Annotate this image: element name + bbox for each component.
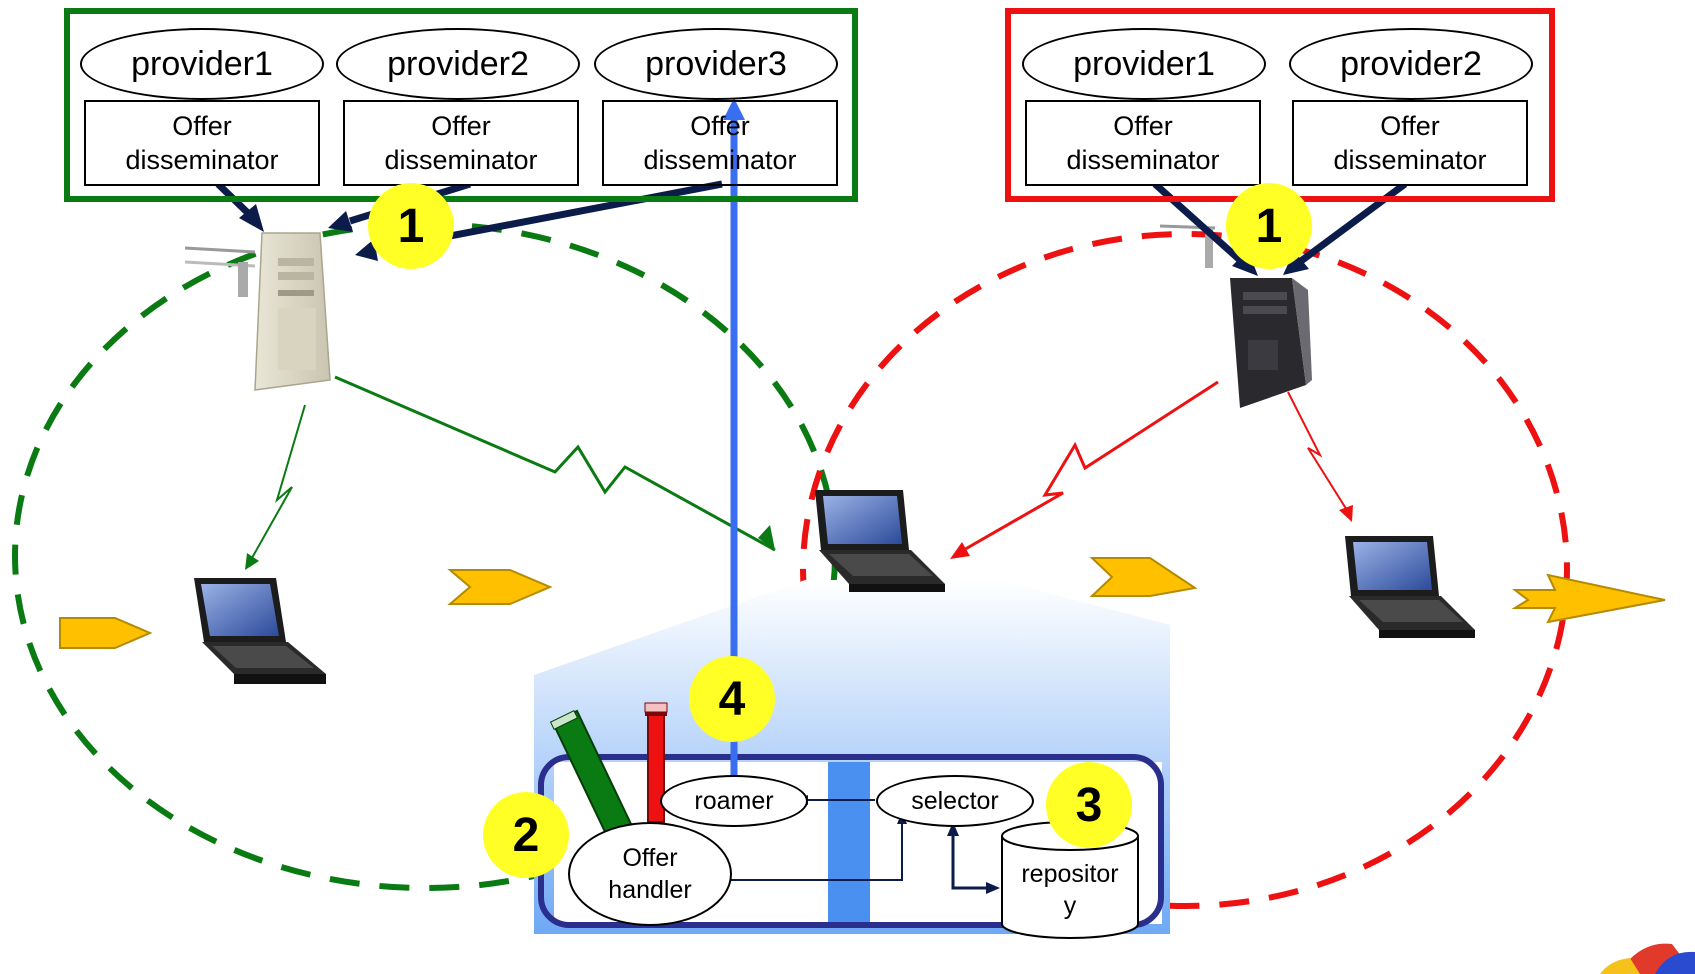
repository-label: repositor y (1002, 858, 1138, 922)
red-wireless-link-main (954, 380, 1219, 557)
laptop-icon (194, 578, 326, 684)
movement-arrow-1 (59, 617, 153, 649)
selector-repository-link (951, 832, 990, 890)
offer-handler-label-line2: handler (608, 876, 692, 904)
red-wireless-link-right (1287, 391, 1351, 516)
server-tower-icon (1159, 224, 1312, 408)
green-link-left-arrowhead (245, 553, 259, 570)
offer-handler-module: Offer handler (568, 822, 732, 926)
movement-arrow-4 (1511, 573, 1666, 624)
left-provider-group (64, 8, 858, 202)
step-badge-3: 3 (1046, 762, 1132, 848)
left-offer-disseminator-2: Offer disseminator (343, 100, 579, 186)
movement-arrow-3 (1089, 557, 1198, 597)
disseminator-label-line1: Offer (1380, 111, 1440, 141)
left-offer-disseminator-1: Offer disseminator (84, 100, 320, 186)
access-point-server-icon (184, 232, 331, 391)
selector-module: selector (876, 775, 1034, 827)
disseminator-label-line2: disseminator (125, 145, 279, 175)
roaming-arrowhead (723, 98, 745, 120)
left-offer-disseminator-3: Offer disseminator (602, 100, 838, 186)
right-provider2-oval: provider2 (1289, 28, 1533, 100)
offer-handler-label-line1: Offer (622, 844, 678, 872)
red-network-area (800, 231, 1570, 909)
disseminator-label-line2: disseminator (384, 145, 538, 175)
left-provider2-oval: provider2 (336, 28, 580, 100)
step-badge-4: 4 (689, 656, 775, 742)
disseminator-label-line1: Offer (690, 111, 750, 141)
right-provider1-oval: provider1 (1022, 28, 1266, 100)
terminal-divider (828, 762, 870, 924)
step-badge-1-left: 1 (368, 183, 454, 269)
left-provider3-oval: provider3 (594, 28, 838, 100)
red-link-arrowhead (950, 542, 970, 559)
disseminator-label-line2: disseminator (1333, 145, 1487, 175)
disseminator-label-line2: disseminator (643, 145, 797, 175)
green-link-arrowhead (758, 525, 775, 550)
right-offer-disseminator-2: Offer disseminator (1292, 100, 1528, 186)
disseminator-label-line1: Offer (1113, 111, 1173, 141)
step-badge-2: 2 (483, 792, 569, 878)
red-link-right-arrowhead (1339, 505, 1353, 522)
offer-to-selector-link (730, 822, 903, 881)
green-wireless-link-left (247, 404, 306, 566)
step-badge-1-right: 1 (1226, 183, 1312, 269)
logo-fragment-icon (1600, 943, 1695, 974)
green-wireless-link-main (334, 375, 776, 552)
movement-arrow-2 (447, 569, 553, 605)
laptop-icon (1345, 536, 1475, 638)
disseminator-label-line2: disseminator (1066, 145, 1220, 175)
disseminator-label-line1: Offer (431, 111, 491, 141)
disseminator-label-line1: Offer (172, 111, 232, 141)
repository-label-line2: y (1063, 892, 1077, 920)
roamer-module: roamer (660, 775, 808, 827)
right-offer-disseminator-1: Offer disseminator (1025, 100, 1261, 186)
left-provider1-oval: provider1 (80, 28, 324, 100)
repository-label-line1: repositor (1021, 860, 1119, 888)
